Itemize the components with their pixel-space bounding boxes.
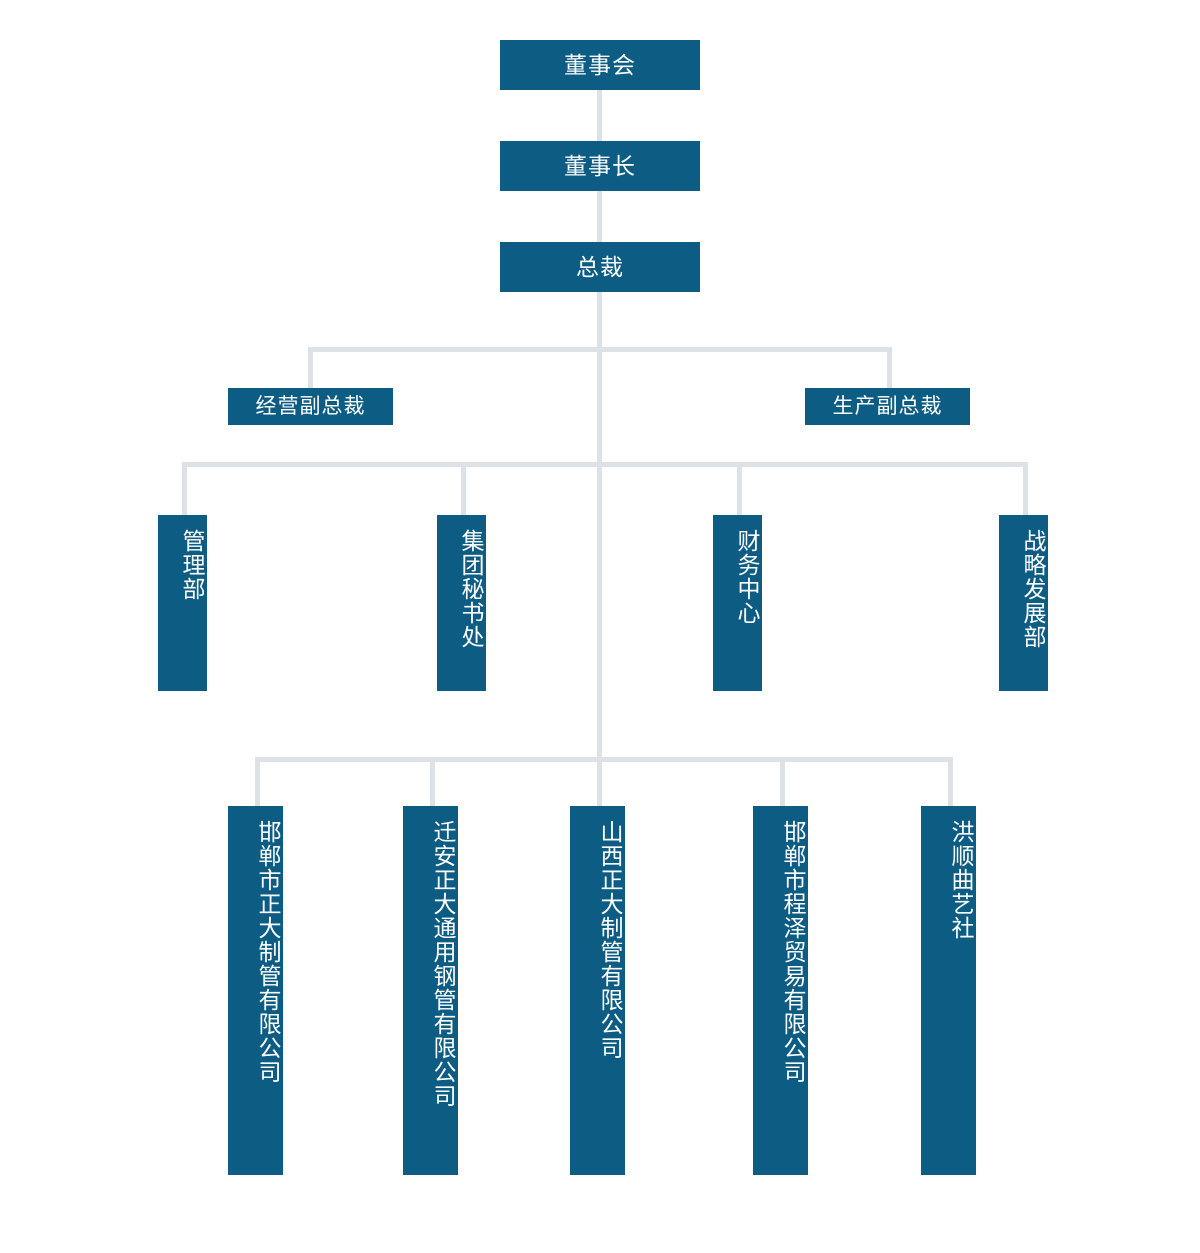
department-label: 集团秘书处 (458, 529, 484, 649)
connector-department-drop-1 (461, 462, 466, 515)
node-president[interactable]: 总裁 (500, 242, 700, 292)
connector-vp-operations-drop (308, 347, 313, 388)
connector-subsidiary-drop-2 (597, 757, 602, 806)
node-department-strategic-development[interactable]: 战略发展部 (999, 515, 1048, 691)
node-department-group-secretariat[interactable]: 集团秘书处 (437, 515, 486, 691)
subsidiary-label: 洪顺曲艺社 (948, 820, 974, 940)
connector-department-drop-3 (1023, 462, 1028, 515)
connector-vp-horizontal (308, 347, 892, 352)
node-board[interactable]: 董事会 (500, 40, 700, 90)
node-chairman[interactable]: 董事长 (500, 141, 700, 191)
node-department-management[interactable]: 管理部 (158, 515, 207, 691)
connector-subsidiary-drop-1 (430, 757, 435, 806)
node-subsidiary-handan-zhengda[interactable]: 邯郸市正大制管有限公司 (228, 806, 283, 1175)
department-label: 战略发展部 (1020, 529, 1046, 649)
node-subsidiary-qianan-zhengda[interactable]: 迁安正大通用钢管有限公司 (403, 806, 458, 1175)
connector-chairman-to-president (597, 191, 602, 243)
connector-subsidiary-drop-4 (948, 757, 953, 806)
node-subsidiary-shanxi-zhengda[interactable]: 山西正大制管有限公司 (570, 806, 625, 1175)
connector-department-drop-2 (737, 462, 742, 515)
node-vp-production[interactable]: 生产副总裁 (805, 388, 970, 425)
connector-subsidiary-drop-0 (255, 757, 260, 806)
node-vp-operations[interactable]: 经营副总裁 (228, 388, 393, 425)
connector-subsidiary-drop-3 (780, 757, 785, 806)
node-subsidiary-hongshun-quyishe[interactable]: 洪顺曲艺社 (921, 806, 976, 1175)
node-subsidiary-handan-chengze[interactable]: 邯郸市程泽贸易有限公司 (753, 806, 808, 1175)
subsidiary-label: 迁安正大通用钢管有限公司 (430, 820, 456, 1108)
subsidiary-label: 邯郸市程泽贸易有限公司 (780, 820, 806, 1084)
connector-board-to-chairman (597, 90, 602, 143)
subsidiary-label: 山西正大制管有限公司 (597, 820, 623, 1060)
connector-vp-production-drop (887, 347, 892, 388)
connector-department-drop-0 (182, 462, 187, 515)
connector-subsidiary-horizontal (255, 757, 953, 762)
node-department-finance-center[interactable]: 财务中心 (713, 515, 762, 691)
department-label: 管理部 (179, 529, 205, 601)
connector-department-horizontal (182, 462, 1028, 467)
department-label: 财务中心 (734, 529, 760, 625)
connector-president-spine (597, 292, 602, 762)
subsidiary-label: 邯郸市正大制管有限公司 (255, 820, 281, 1084)
